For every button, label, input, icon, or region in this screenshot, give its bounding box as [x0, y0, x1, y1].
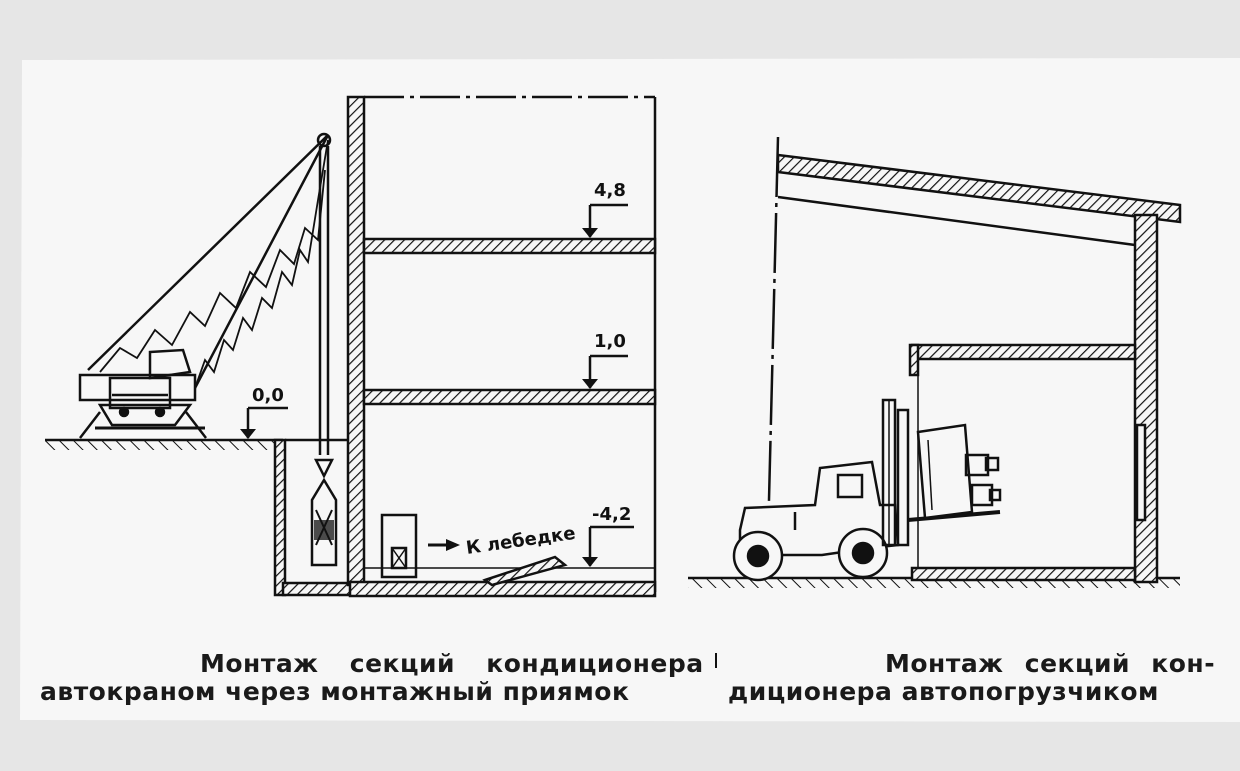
caption-right-line1: Монтаж секций кон- — [885, 649, 1216, 678]
roof-slab — [776, 153, 1182, 224]
mezzanine-slab — [910, 343, 1137, 361]
wall-opening — [1135, 423, 1147, 522]
hanging-ac-section — [310, 477, 338, 567]
winch-arrow — [428, 539, 460, 551]
ac-unit-basement — [380, 513, 418, 579]
level-label-middle: 1,0 — [594, 331, 626, 352]
right-diagram — [688, 136, 1182, 588]
crane-boom — [87, 132, 332, 389]
left-diagram — [45, 95, 657, 598]
building-left-wall-line — [766, 136, 780, 541]
ac-section-on-forklift — [916, 423, 1002, 520]
floor-slab-right — [910, 566, 1137, 582]
level-label-basement: -4,2 — [592, 504, 631, 525]
basement-floor — [348, 580, 657, 598]
mounting-pit — [273, 438, 357, 597]
ramp — [482, 555, 568, 587]
level-mark-ground — [240, 406, 288, 439]
level-mark-middle — [582, 354, 628, 389]
caption-left-line1: Монтаж секций кондиционера — [200, 649, 704, 678]
level-mark-basement — [582, 525, 634, 567]
crane-rope — [313, 146, 335, 479]
building-wall-left — [346, 95, 366, 587]
caption-left-line2: автокраном через монтажный приямок — [40, 677, 630, 706]
floor-slab-upper — [362, 237, 657, 255]
level-label-ground: 0,0 — [252, 385, 284, 406]
caption-right-line2: диционера автопогрузчиком — [728, 677, 1159, 706]
forklift — [732, 398, 1001, 582]
level-label-upper: 4,8 — [594, 180, 626, 201]
mezzanine-wall — [908, 343, 920, 377]
roof-beam — [777, 195, 1136, 247]
ground-surface-left — [45, 438, 283, 450]
building-wall-right — [1133, 213, 1159, 584]
crane-truck — [78, 348, 207, 439]
floor-slab-lower — [362, 388, 657, 406]
level-mark-upper — [582, 203, 628, 238]
